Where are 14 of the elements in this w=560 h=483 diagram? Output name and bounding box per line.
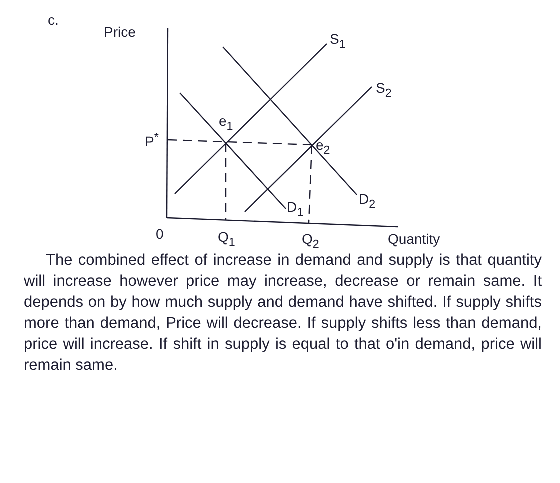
origin-label: 0 xyxy=(156,226,164,242)
tick-label: Q$_{2}$ xyxy=(302,231,320,253)
point-label: e$_{1}$ xyxy=(219,113,234,135)
curve-label: D$_{1}$ xyxy=(287,199,304,221)
explanation-text: The combined effect of increase in demand and supply is that quantity will increase however price may increase, decrease or remain same. It depends on by how much supply and demand have shifted. If supply shifts more than demand, Price will decrease. If supply shifts less than demand, price will increase. If shift in supply is equal to that o'in demand, price will remain same. xyxy=(24,251,542,376)
tick-label: P$^{*}$ xyxy=(145,130,159,150)
tick-label: Q$_{1}$ xyxy=(218,229,236,251)
curve-label: S$_{1}$ xyxy=(330,31,346,53)
point-label: e$_{2}$ xyxy=(316,137,330,159)
axis-label: Price xyxy=(104,24,136,40)
curve-label: D$_{2}$ xyxy=(359,191,376,213)
part-label: c. xyxy=(48,12,59,28)
curve-label: S$_{2}$ xyxy=(376,80,392,102)
axis-label: Quantity xyxy=(388,231,440,247)
